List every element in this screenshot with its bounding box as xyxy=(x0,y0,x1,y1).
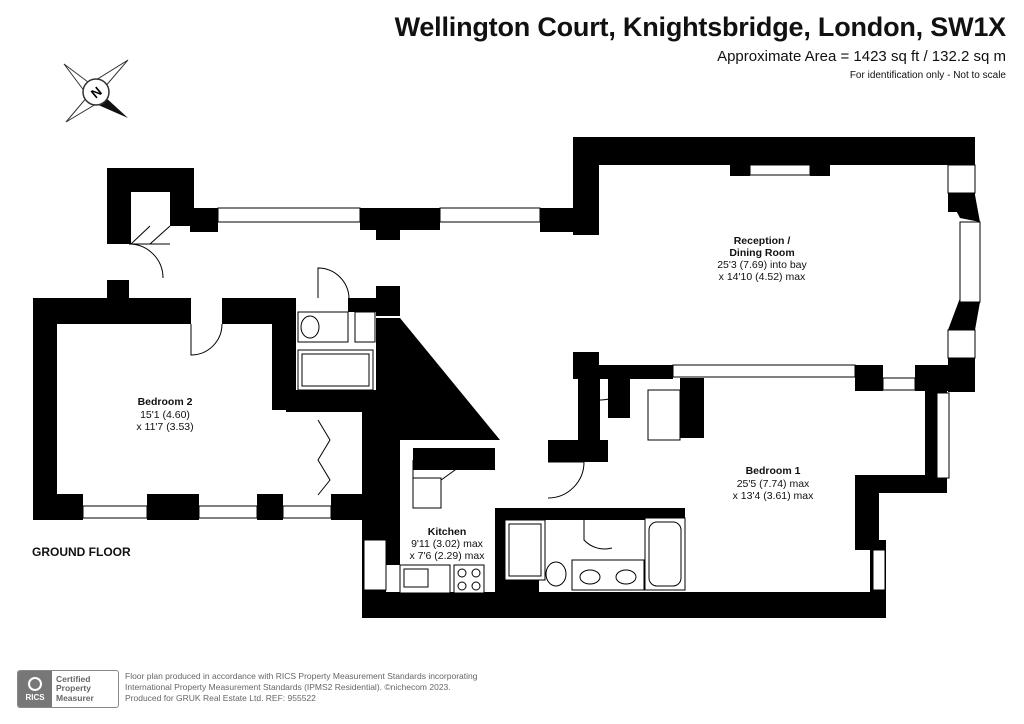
property-title: Wellington Court, Knightsbridge, London,… xyxy=(394,12,1007,42)
bedroom1-dim-2: x 13'4 (3.61) max xyxy=(733,490,815,502)
bedroom2-name: Bedroom 2 xyxy=(138,396,193,408)
bedroom2-dim-2: x 11'7 (3.53) xyxy=(136,421,193,433)
toilet-icon xyxy=(300,315,320,339)
reception-name-2: Dining Room xyxy=(729,247,794,259)
reception-dim-2: x 14'10 (4.52) max xyxy=(719,271,806,283)
footer-line-2: International Property Measurement Stand… xyxy=(125,682,451,692)
badge-line-3: Measurer xyxy=(56,692,94,703)
reception-dim-1: 25'3 (7.69) into bay xyxy=(717,259,807,271)
bedroom2-dim-1: 15'1 (4.60) xyxy=(140,409,190,421)
kitchen-name: Kitchen xyxy=(428,526,467,538)
badge-line-2: Property xyxy=(56,683,91,694)
reception-name-1: Reception / xyxy=(734,235,791,247)
kitchen-dim-1: 9'11 (3.02) max xyxy=(411,538,484,550)
footer-line-1: Floor plan produced in accordance with R… xyxy=(125,671,478,681)
badge-line-1: Certified xyxy=(56,673,91,684)
kitchen-unit-icon xyxy=(412,477,442,509)
approximate-area: Approximate Area = 1423 sq ft / 132.2 sq… xyxy=(717,48,1006,65)
toilet-icon xyxy=(545,561,567,587)
compass-rose-icon: N xyxy=(63,59,129,123)
cupboard-icon xyxy=(647,389,681,441)
scale-note: For identification only - Not to scale xyxy=(849,70,1006,81)
footer-note: Floor plan produced in accordance with R… xyxy=(125,671,545,704)
bedroom1-dim-1: 25'5 (7.74) max xyxy=(737,478,810,490)
windows xyxy=(82,164,981,591)
floor-label: GROUND FLOOR xyxy=(32,545,131,559)
kitchen-dim-2: x 7'6 (2.29) max xyxy=(410,550,486,562)
rics-logo-text: RICS xyxy=(25,692,45,702)
rics-logo-icon: RICS xyxy=(18,671,52,707)
footer-line-3: Produced for GRUK Real Estate Ltd. REF: … xyxy=(125,693,316,703)
walls xyxy=(33,137,980,618)
rics-certified-badge: RICS Certified Property Measurer xyxy=(17,670,119,708)
basin-icon xyxy=(354,311,376,343)
fixtures xyxy=(297,311,686,594)
bedroom1-name: Bedroom 1 xyxy=(746,465,801,477)
